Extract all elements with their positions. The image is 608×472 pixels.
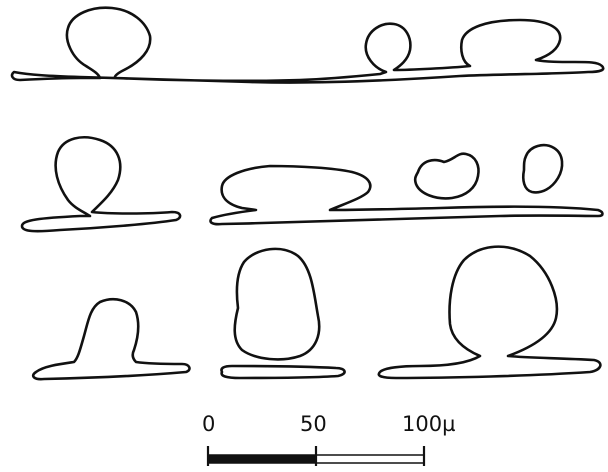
filament-row3-left — [33, 299, 189, 379]
filament-row2-right — [210, 166, 602, 224]
filament-row2-left — [22, 137, 180, 231]
row-1 — [12, 8, 603, 83]
scale-segment-open — [316, 455, 424, 463]
filament-row3-middle — [221, 366, 344, 378]
cell-row2-kidney — [415, 154, 478, 199]
scale-tick-label-100: 100µ — [402, 412, 455, 436]
row-3 — [33, 247, 600, 380]
filament-row3-right — [379, 247, 601, 378]
filament-row1 — [12, 8, 603, 83]
row-2 — [22, 137, 603, 231]
cell-row3-middle — [235, 249, 319, 359]
scale-tick-label-50: 50 — [300, 412, 327, 436]
cell-row2-irregular — [523, 145, 562, 192]
scale-segment-solid — [208, 455, 316, 463]
scale-bar: 0 50 100µ — [202, 412, 455, 466]
scale-tick-label-0: 0 — [202, 412, 215, 436]
